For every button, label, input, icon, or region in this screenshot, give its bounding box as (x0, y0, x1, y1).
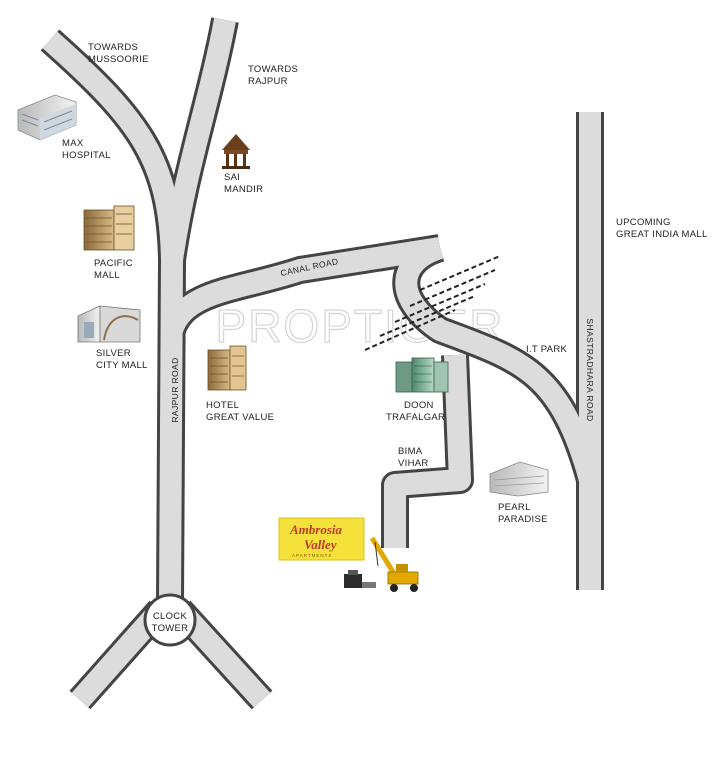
building-icon (489, 461, 549, 497)
towards-rajpur-label-2: RAJPUR (248, 76, 288, 87)
bima-vihar-label-1: BIMA (398, 446, 423, 457)
doon-trafalgar-label-2: TRAFALGAR (386, 412, 445, 423)
upcoming-mall-label-2: GREAT INDIA MALL (616, 229, 708, 240)
logo-line-2: Valley (304, 537, 337, 552)
hotel-great-value-label-2: GREAT VALUE (206, 412, 274, 423)
road-fill (42, 17, 601, 708)
crane-icon (344, 536, 419, 592)
sai-mandir-label-2: MANDIR (224, 184, 263, 195)
bima-vihar-label-2: VIHAR (398, 458, 429, 469)
hotel-great-value-label-1: HOTEL (206, 400, 239, 411)
temple-icon (222, 134, 250, 169)
building-icon (77, 305, 141, 343)
building-icon (83, 205, 135, 251)
silver-city-mall-label-2: CITY MALL (96, 360, 148, 371)
pearl-paradise-label-1: PEARL (498, 502, 531, 513)
doon-trafalgar-label-1: DOON (404, 400, 434, 411)
upcoming-mall-label-1: UPCOMING (616, 217, 671, 228)
silver-city-mall-label-1: SILVER (96, 348, 131, 359)
road-label-shastradhara: SHASTRADHARA ROAD (585, 318, 595, 421)
logo-tagline: APARTMENTS (292, 553, 332, 558)
sai-mandir-label-1: SAI (224, 172, 240, 183)
building-icon (17, 94, 77, 141)
max-hospital-label-2: HOSPITAL (62, 150, 111, 161)
towards-mussoorie-label-1: TOWARDS (88, 42, 138, 53)
pearl-paradise-label-2: PARADISE (498, 514, 548, 525)
towards-mussoorie-label-2: MUSSOORIE (88, 54, 149, 65)
road-label-rajpur: RAJPUR ROAD (170, 357, 180, 422)
logo-line-1: Ambrosia (289, 522, 343, 537)
water-body-icon (364, 255, 501, 351)
towards-rajpur-label-1: TOWARDS (248, 64, 298, 75)
clock-tower-marker: CLOCK TOWER (143, 593, 197, 647)
project-logo: Ambrosia Valley APARTMENTS (278, 517, 365, 561)
max-hospital-label-1: MAX (62, 138, 84, 149)
clock-tower-label-1: CLOCK (153, 611, 188, 622)
building-icon (395, 357, 449, 393)
pacific-mall-label-2: MALL (94, 270, 120, 281)
pacific-mall-label-1: PACIFIC (94, 258, 133, 269)
clock-tower-label-2: TOWER (152, 623, 189, 634)
building-icon (207, 345, 247, 391)
it-park-label: I.T PARK (526, 344, 567, 355)
